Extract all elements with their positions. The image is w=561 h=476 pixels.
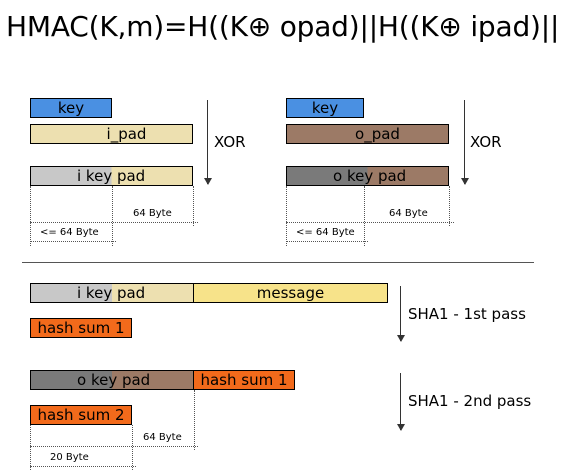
message-box: message	[193, 283, 388, 303]
second-pass-hash-in-box: hash sum 1	[193, 370, 295, 390]
message-label: message	[256, 283, 325, 302]
outer-size-guide-left	[286, 186, 287, 246]
inner-key-label: key	[57, 98, 85, 117]
hash-sum-2-box: hash sum 2	[30, 405, 132, 425]
opad-box: o_pad	[286, 124, 449, 144]
inner-key-box: key	[30, 98, 112, 118]
outer-xor-label: XOR	[470, 133, 502, 151]
second-pass-arrow	[396, 373, 405, 431]
ipad-box: i_pad	[30, 124, 193, 144]
outer-key-box: key	[286, 98, 364, 118]
second-size-guide-right	[194, 390, 195, 450]
inner-size-guide-key	[112, 186, 113, 246]
second-size-line-total	[30, 446, 198, 447]
first-pass-i-key-pad-label: i key pad	[77, 283, 146, 302]
inner-size-guide-right	[193, 186, 194, 226]
second-size-guide-left	[30, 425, 31, 470]
first-pass-label: SHA1 - 1st pass	[408, 305, 526, 323]
outer-size-line-key	[286, 241, 368, 242]
outer-size-guide-key	[364, 186, 365, 246]
first-pass-arrow	[396, 286, 405, 342]
second-size-hash-label: 20 Byte	[50, 452, 89, 463]
o-key-pad-label: o key pad	[333, 166, 407, 185]
hash-sum-1-box: hash sum 1	[30, 318, 132, 338]
i-key-pad-box: i key pad	[30, 166, 193, 186]
second-size-total-label: 64 Byte	[143, 432, 182, 443]
opad-label: o_pad	[355, 124, 400, 143]
outer-size-key-label: <= 64 Byte	[296, 227, 355, 238]
inner-size-key-label: <= 64 Byte	[40, 227, 99, 238]
second-pass-o-key-pad-label: o key pad	[77, 370, 151, 389]
second-size-line-hash	[30, 466, 136, 467]
inner-size-line-key	[30, 241, 116, 242]
hash-sum-2-label: hash sum 2	[37, 405, 125, 424]
second-size-guide-hash	[132, 425, 133, 470]
inner-size-total-label: 64 Byte	[133, 208, 172, 219]
outer-size-total-label: 64 Byte	[389, 208, 428, 219]
inner-xor-arrow	[203, 100, 212, 185]
outer-size-line-total	[286, 222, 454, 223]
o-key-pad-box: o key pad	[286, 166, 449, 186]
hmac-formula-title: HMAC(K,m)=H((K⊕ opad)||H((K⊕ ipad)||m))	[6, 10, 561, 43]
i-key-pad-label: i key pad	[77, 166, 146, 185]
second-pass-label: SHA1 - 2nd pass	[408, 392, 532, 410]
ipad-label: i_pad	[106, 124, 147, 143]
outer-size-guide-right	[449, 186, 450, 226]
first-pass-i-key-pad-box: i key pad	[30, 283, 194, 303]
inner-xor-label: XOR	[214, 133, 246, 151]
section-divider	[22, 262, 534, 263]
second-pass-o-key-pad-box: o key pad	[30, 370, 194, 390]
inner-size-guide-left	[30, 186, 31, 246]
outer-xor-arrow	[460, 100, 469, 185]
outer-key-label: key	[311, 98, 339, 117]
hash-sum-1-label: hash sum 1	[37, 318, 125, 337]
second-pass-hash-in-label: hash sum 1	[200, 370, 288, 389]
inner-size-line-total	[30, 222, 198, 223]
